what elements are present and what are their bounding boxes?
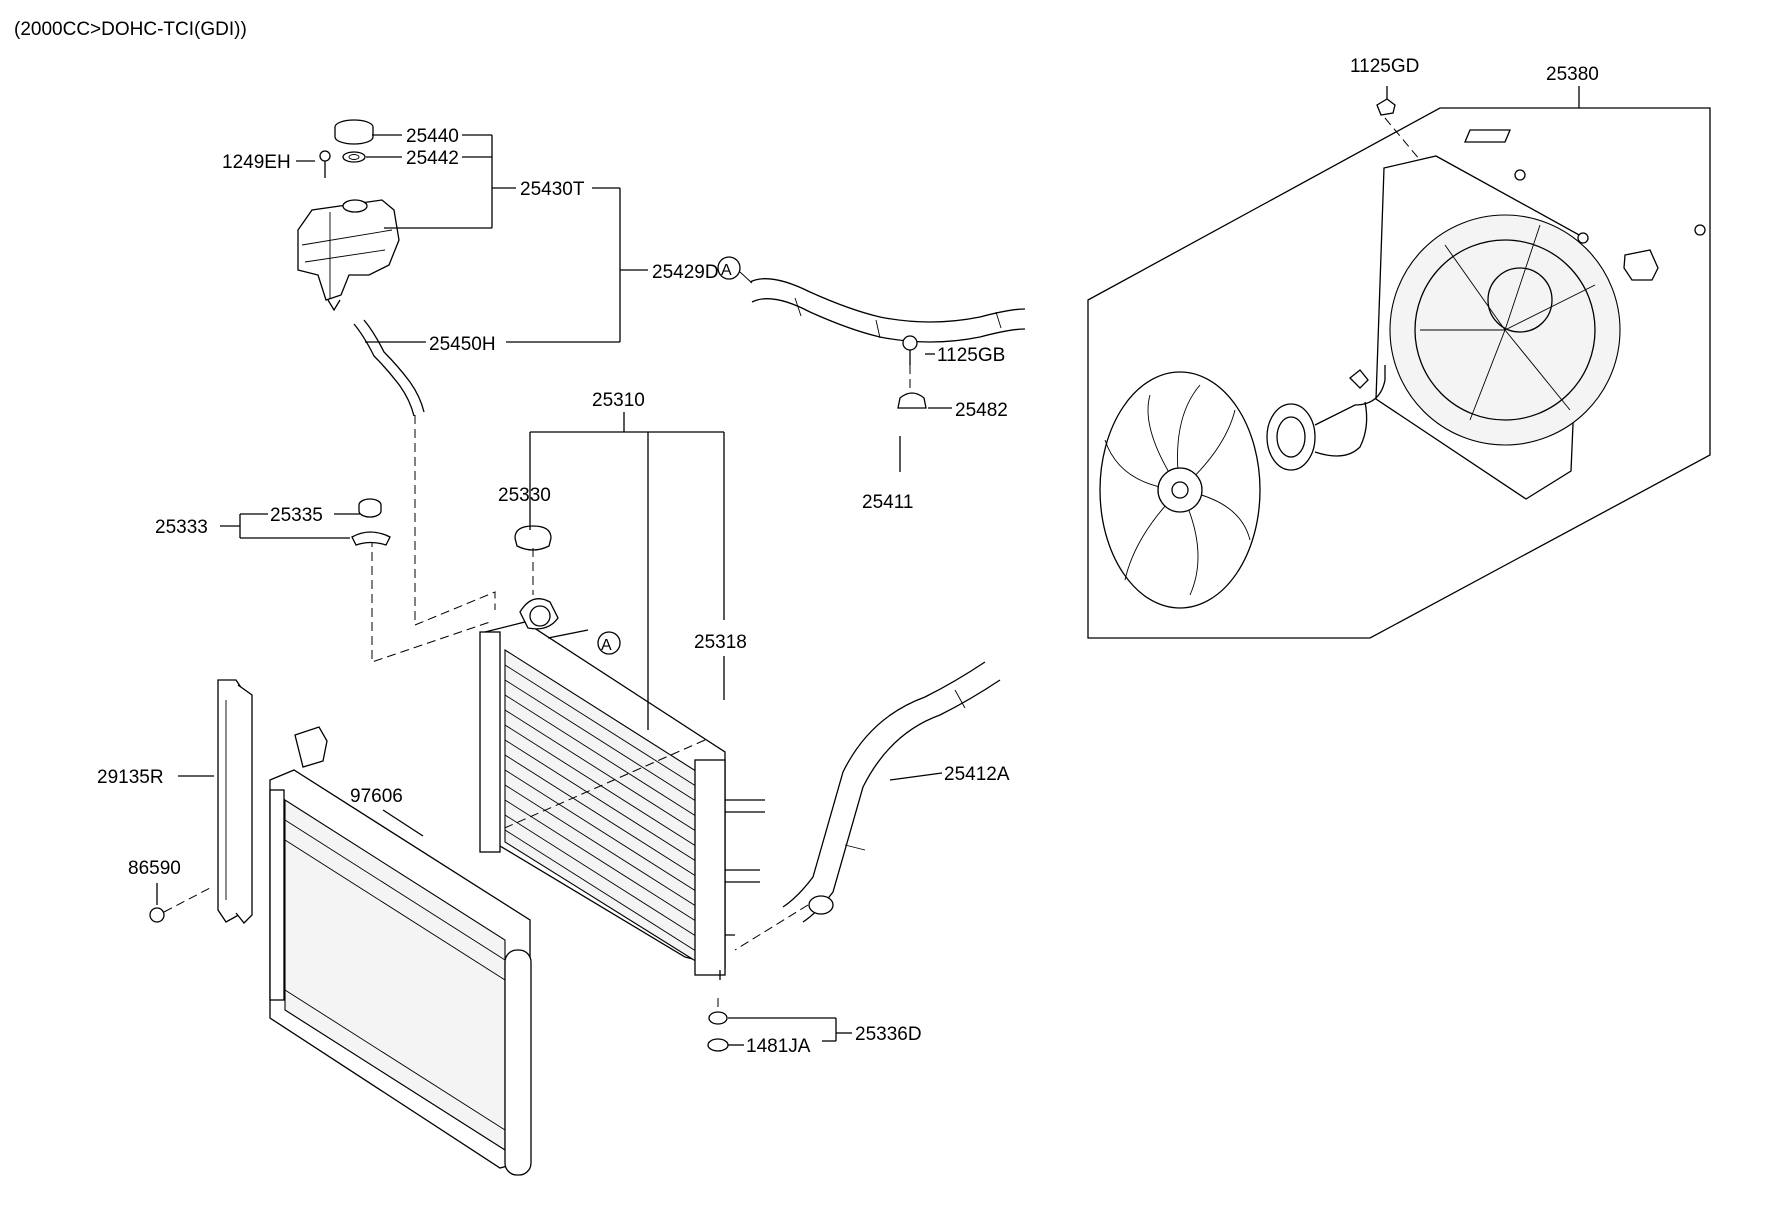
air-guard-29135r bbox=[217, 679, 253, 924]
label-25442: 25442 bbox=[406, 148, 459, 169]
reservoir-cap bbox=[334, 119, 374, 145]
bolt-86590 bbox=[149, 907, 165, 923]
fan-assembly-leaders bbox=[1386, 86, 1580, 108]
label-86590: 86590 bbox=[128, 858, 181, 879]
label-29135r: 29135R bbox=[97, 767, 164, 788]
fan-motor bbox=[1266, 365, 1386, 471]
condenser-leader bbox=[382, 809, 424, 837]
label-25336d: 25336D bbox=[855, 1024, 922, 1045]
callout-a-upper: A bbox=[717, 256, 741, 280]
bolt-1249eh bbox=[319, 150, 331, 178]
upper-hose-25411 bbox=[739, 271, 1026, 343]
coolant-reservoir-tank bbox=[297, 199, 400, 312]
bolt-1125gb bbox=[902, 335, 918, 365]
label-1481ja: 1481JA bbox=[746, 1036, 811, 1057]
condenser-97606 bbox=[269, 726, 532, 1176]
svg-text:A: A bbox=[601, 637, 612, 654]
cap-route-dashed bbox=[371, 538, 491, 663]
label-25310: 25310 bbox=[592, 390, 645, 411]
radiator-leaders bbox=[529, 412, 725, 730]
radiator-cap-25330 bbox=[514, 525, 552, 551]
clip-leaders bbox=[220, 513, 360, 539]
fan-blade bbox=[1099, 371, 1261, 609]
part-labels: 25440 25442 1249EH 25430T 25429D 25450H … bbox=[97, 56, 1599, 1057]
label-25333: 25333 bbox=[155, 517, 208, 538]
reservoir-hose-25450h bbox=[353, 319, 425, 417]
label-25430t: 25430T bbox=[520, 179, 585, 200]
bolt-1125gd bbox=[1376, 98, 1396, 116]
label-25482: 25482 bbox=[955, 400, 1008, 421]
label-1125gb: 1125GB bbox=[937, 345, 1005, 366]
label-1125gd: 1125GD bbox=[1350, 56, 1419, 77]
svg-text:A: A bbox=[721, 262, 732, 279]
label-25412a: 25412A bbox=[944, 764, 1010, 785]
label-25380: 25380 bbox=[1546, 64, 1599, 85]
hose-lower-leader bbox=[889, 772, 943, 781]
reservoir-leaders bbox=[296, 134, 648, 343]
label-25440: 25440 bbox=[406, 126, 459, 147]
label-25429d: 25429D bbox=[652, 262, 719, 283]
fan-connector bbox=[1514, 169, 1706, 281]
drain-plug bbox=[707, 1011, 729, 1052]
reservoir-cap-seal bbox=[342, 151, 366, 163]
label-25450h: 25450H bbox=[429, 334, 496, 355]
hose-clamp-25482 bbox=[897, 392, 927, 409]
callout-a-lower: A bbox=[597, 631, 621, 655]
radiator-25310 bbox=[479, 598, 765, 980]
diagram-title: (2000CC>DOHC-TCI(GDI)) bbox=[14, 19, 247, 40]
label-25330: 25330 bbox=[498, 485, 551, 506]
clip-25335 bbox=[358, 498, 382, 518]
label-25318: 25318 bbox=[694, 632, 747, 653]
fan-assembly-frame bbox=[1087, 107, 1711, 639]
label-25335: 25335 bbox=[270, 505, 323, 526]
lower-hose-25412a bbox=[782, 661, 1001, 923]
bracket-25333 bbox=[351, 531, 391, 546]
fan-shroud bbox=[1375, 129, 1621, 500]
label-97606: 97606 bbox=[350, 786, 403, 807]
label-1249eh: 1249EH bbox=[222, 152, 291, 173]
drain-leaders bbox=[728, 1017, 852, 1046]
hose-route-dashed bbox=[414, 415, 496, 626]
label-25411: 25411 bbox=[862, 492, 913, 513]
